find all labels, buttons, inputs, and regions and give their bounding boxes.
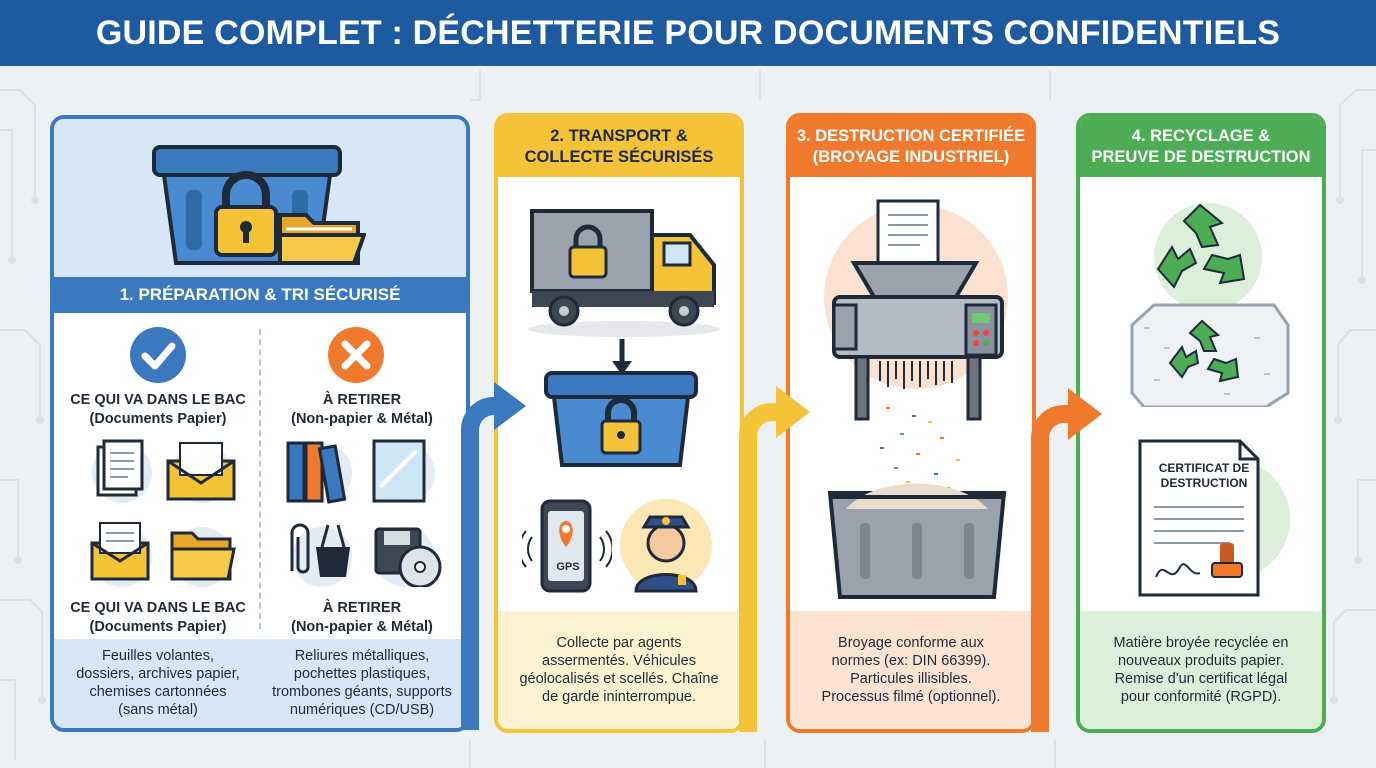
certificate-line-1: CERTIFICAT DE <box>1158 461 1250 475</box>
arrow-step-1-to-2 <box>461 382 526 730</box>
accept-line-2: dossiers, archives papier, <box>76 666 240 682</box>
step-2-heading-line-2: COLLECTE SÉCURISÉS <box>524 148 714 166</box>
reject-line-2: pochettes plastiques, <box>293 666 431 682</box>
step-4-heading: 4. RECYCLAGE & PREUVE DE DESTRUCTION <box>1080 117 1322 177</box>
accept-line-3: chemises cartonnées <box>89 684 227 700</box>
step-2-heading: 2. TRANSPORT & COLLECTE SÉCURISÉS <box>498 117 740 177</box>
step-1-description-area <box>54 639 466 728</box>
arrow-step-3-to-4 <box>1031 388 1102 732</box>
reject-title: À RETIRER (Non-papier & Métal) <box>262 391 462 429</box>
plastic-sleeve-icon <box>372 439 426 503</box>
certificate-line-2: DESTRUCTION <box>1160 476 1248 490</box>
accept-title-repeat-text: CE QUI VA DANS LE BAC <box>70 600 246 616</box>
step-4-text-line-3: Remise d'un certificat légal <box>1114 671 1288 687</box>
secure-truck-icon <box>528 209 720 337</box>
accept-subtitle-repeat: (Documents Papier) <box>89 619 227 635</box>
step-3-text-line-3: Particules illisibles. <box>850 671 972 687</box>
arrow-step-2-to-3 <box>739 386 810 732</box>
accept-description: Feuilles volantes, dossiers, archives pa… <box>58 647 258 719</box>
accept-title-text: CE QUI VA DANS LE BAC <box>70 392 246 408</box>
column-divider <box>259 329 261 629</box>
recycled-bale-icon <box>1130 203 1290 407</box>
accept-line-1: Feuilles volantes, <box>101 648 215 664</box>
step-3-text-line-1: Broyage conforme aux <box>838 635 984 651</box>
step-2-panel: 2. TRANSPORT & COLLECTE SÉCURISÉS GPS <box>494 113 744 733</box>
certificate-icon <box>1138 439 1290 597</box>
reject-title-repeat-text: À RETIRER <box>322 600 402 616</box>
accepted-items-icons <box>90 439 236 587</box>
accept-line-4: (sans métal) <box>118 702 198 718</box>
reject-line-4: numériques (CD/USB) <box>289 702 435 718</box>
gps-phone-icon <box>522 499 612 593</box>
step-4-text-line-4: pour conformité (RGPD). <box>1120 689 1282 705</box>
sealed-bin-icon <box>544 371 698 467</box>
accept-subtitle: (Documents Papier) <box>89 411 227 427</box>
binder-clip-icon <box>316 547 350 577</box>
certificate-title: CERTIFICAT DE DESTRUCTION <box>1142 461 1266 491</box>
step-1-panel: 1. PRÉPARATION & TRI SÉCURISÉ CE QUI VA … <box>50 115 470 732</box>
step-2-text-line-3: géolocalisés et scellés. Chaîne <box>519 671 719 687</box>
step-3-description: Broyage conforme aux normes (ex: DIN 663… <box>790 611 1032 729</box>
step-3-heading-line-1: 3. DESTRUCTION CERTIFIÉE <box>796 127 1026 145</box>
paperclip-icon <box>290 523 310 574</box>
step-3-text-line-4: Processus filmé (optionnel). <box>821 689 1001 705</box>
reject-description: Reliures métalliques, pochettes plastiqu… <box>258 647 466 719</box>
reject-title-repeat: À RETIRER (Non-papier & Métal) <box>262 599 462 637</box>
reject-line-3: trombones géants, supports <box>272 684 452 700</box>
step-3-heading: 3. DESTRUCTION CERTIFIÉE (BROYAGE INDUST… <box>790 117 1032 177</box>
step-4-panel: 4. RECYCLAGE & PREUVE DE DESTRUCTION <box>1076 113 1326 733</box>
step-3-heading-line-2: (BROYAGE INDUSTRIEL) <box>812 148 1010 166</box>
step-2-description: Collecte par agents assermentés. Véhicul… <box>498 611 740 729</box>
reject-subtitle: (Non-papier & Métal) <box>291 411 433 427</box>
industrial-shredder-icon <box>824 199 1008 599</box>
reject-title-text: À RETIRER <box>322 392 402 408</box>
recycle-icon <box>1156 203 1246 289</box>
check-icon <box>130 327 186 383</box>
page-title: GUIDE COMPLET : DÉCHETTERIE POUR DOCUMEN… <box>95 13 1281 52</box>
gps-label: GPS <box>556 561 580 573</box>
step-4-text-line-2: nouveaux produits papier. <box>1117 653 1285 669</box>
binders-icon <box>286 441 347 504</box>
step-1-heading-band: 1. PRÉPARATION & TRI SÉCURISÉ <box>54 277 466 313</box>
reject-line-1: Reliures métalliques, <box>294 648 430 664</box>
step-2-text-line-2: assermentés. Véhicules <box>542 653 696 669</box>
rejected-items-icons <box>286 439 442 587</box>
accept-title: CE QUI VA DANS LE BAC (Documents Papier) <box>58 391 258 429</box>
step-3-text-line-2: normes (ex: DIN 66399). <box>831 653 991 669</box>
step-4-description: Matière broyée recyclée en nouveaux prod… <box>1080 611 1322 729</box>
step-3-panel: 3. DESTRUCTION CERTIFIÉE (BROYAGE INDUST… <box>786 113 1036 733</box>
accept-title-repeat: CE QUI VA DANS LE BAC (Documents Papier) <box>58 599 258 637</box>
step-2-text-line-1: Collecte par agents <box>556 635 682 651</box>
step-2-text-line-4: de garde ininterrompue. <box>542 689 696 705</box>
step-4-heading-line-1: 4. RECYCLAGE & <box>1131 127 1271 145</box>
reject-subtitle-repeat: (Non-papier & Métal) <box>291 619 433 635</box>
step-2-heading-line-1: 2. TRANSPORT & <box>550 127 688 145</box>
security-agent-icon <box>620 499 712 593</box>
locked-bin-icon <box>152 145 366 265</box>
step-1-heading: 1. PRÉPARATION & TRI SÉCURISÉ <box>119 285 401 304</box>
cross-icon <box>328 327 384 383</box>
page-header: GUIDE COMPLET : DÉCHETTERIE POUR DOCUMEN… <box>0 0 1376 66</box>
step-4-text-line-1: Matière broyée recyclée en <box>1113 635 1289 651</box>
arrow-down-icon <box>612 339 632 375</box>
step-4-heading-line-2: PREUVE DE DESTRUCTION <box>1091 148 1311 166</box>
